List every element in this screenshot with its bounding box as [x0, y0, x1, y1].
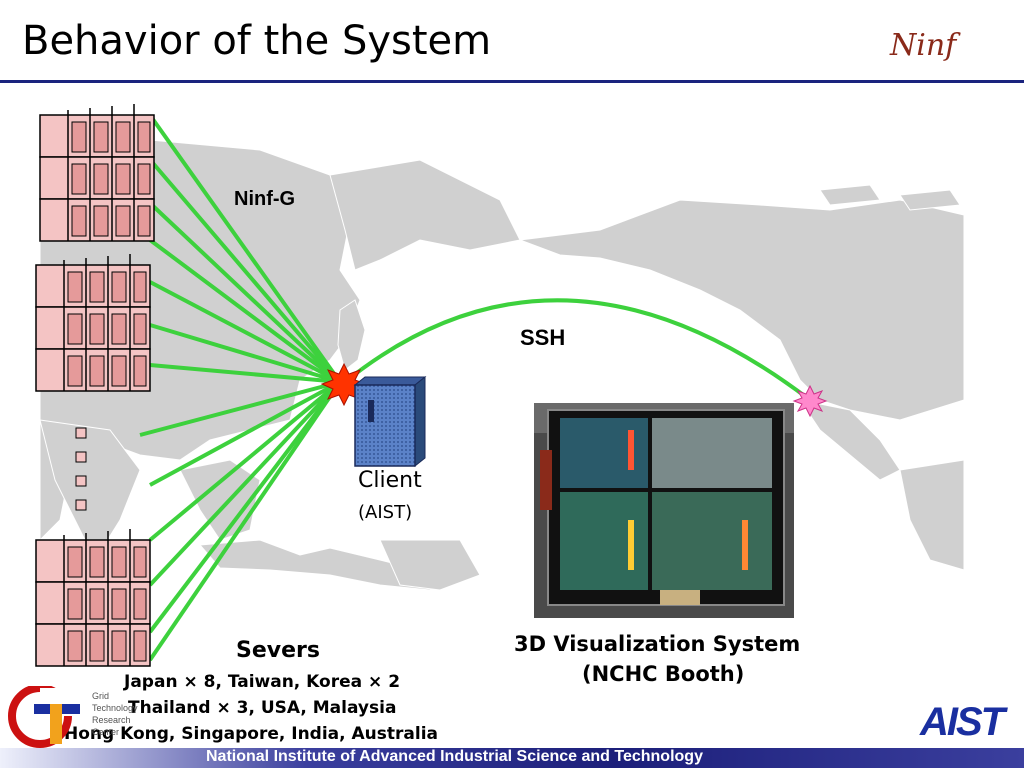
- ninf-g-links: [139, 116, 342, 662]
- world-map: [39, 139, 965, 591]
- page-title: Behavior of the System: [22, 18, 492, 64]
- client-sublabel: (AIST): [358, 502, 413, 523]
- viz-caption-subtitle: (NCHC Booth): [582, 662, 745, 686]
- ninf-g-label: Ninf-G: [234, 188, 296, 210]
- servers-list-line-1: Japan × 8, Taiwan, Korea × 2: [124, 672, 401, 692]
- ninf-logo: Ninf: [890, 28, 957, 63]
- footer-text: National Institute of Advanced Industria…: [206, 748, 703, 765]
- title-divider: [0, 80, 1024, 83]
- servers-list-line-3: Hong Kong, Singapore, India, Australia: [64, 724, 439, 744]
- remote-burst-icon: [792, 384, 828, 418]
- server-group-top: [39, 104, 155, 242]
- servers-heading: Severs: [236, 638, 320, 663]
- ssh-link: [343, 298, 812, 402]
- viz-caption-title: 3D Visualization System: [514, 632, 801, 656]
- ssh-label: SSH: [520, 325, 566, 350]
- client-computer-icon: [353, 375, 427, 468]
- gtrc-logo: [8, 686, 86, 748]
- aist-logo: AIST: [920, 700, 1005, 744]
- visualization-photo: [534, 403, 794, 618]
- footer-bar: [0, 748, 1024, 768]
- client-label: Client: [358, 468, 422, 493]
- server-group-bottom: [35, 529, 151, 667]
- server-small-stack: [75, 427, 87, 511]
- servers-list-line-2: Thailand × 3, USA, Malaysia: [128, 698, 397, 718]
- server-group-middle: [35, 254, 151, 392]
- gtrc-logo-text: Grid Technology Research Center: [92, 691, 138, 737]
